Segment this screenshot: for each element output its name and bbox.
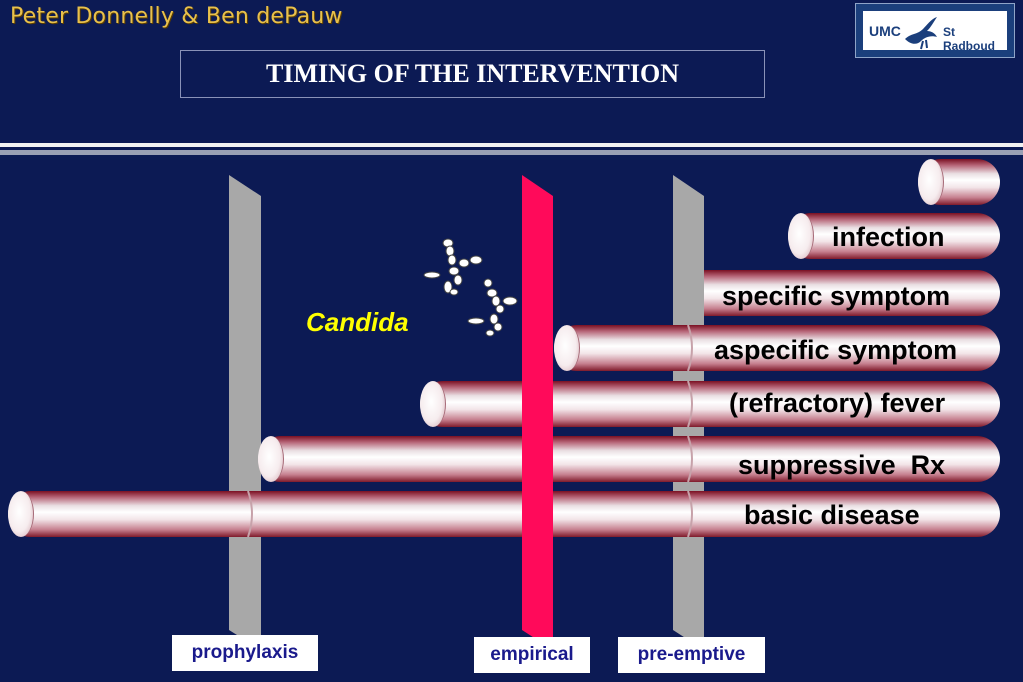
header-rule-top: [0, 143, 1023, 147]
title-box: TIMING OF THE INTERVENTION: [180, 50, 765, 98]
pipe-cap: [918, 159, 944, 205]
pipe-cap: [554, 325, 580, 371]
logo-umc-text: UMC: [869, 23, 901, 39]
prophylaxis-divider: [229, 175, 261, 650]
candida-yeast-icon: [423, 238, 518, 337]
authors-text: Peter Donnelly & Ben dePauw: [10, 4, 343, 29]
slide-title: TIMING OF THE INTERVENTION: [266, 59, 679, 88]
pipe-stage-suppressive-rx: [258, 436, 1000, 482]
stage-label-aspecific-symptom: aspecific symptom: [714, 335, 958, 365]
header-rule-bottom: [0, 150, 1023, 155]
dove-icon: [905, 17, 937, 50]
candida-label: Candida: [306, 307, 409, 337]
pipe-cap: [8, 491, 34, 537]
logo-panel: UMC St Radboud: [862, 10, 1008, 53]
stage-label-suppressive-rx: suppressive Rx: [738, 450, 946, 480]
stage-label-basic-disease: basic disease: [744, 500, 920, 530]
pipe-stage-specific-symptom: [704, 270, 1000, 316]
stage-label-refractory-fever: (refractory) fever: [729, 388, 946, 418]
pipe-stage-refractory-fever: [420, 381, 1000, 427]
pipe-cap: [258, 436, 284, 482]
intervention-label-pre-emptive: pre-emptive: [618, 637, 765, 673]
umc-st-radboud-logo: UMC St Radboud: [855, 3, 1015, 58]
stage-label-infection: infection: [832, 222, 945, 252]
pipe-stage-infection: [788, 213, 1000, 259]
pipe-stage-basic-disease: [8, 491, 1000, 537]
pipe-cap: [788, 213, 814, 259]
intervention-label-empirical: empirical: [474, 637, 590, 673]
logo-st-radboud-text: St Radboud: [943, 25, 995, 53]
pipe-cap: [420, 381, 446, 427]
stage-label-specific-symptom: specific symptom: [722, 281, 951, 311]
intervention-label-prophylaxis: prophylaxis: [172, 635, 318, 671]
pipe-stage-0: [918, 159, 1000, 205]
pipe-stage-aspecific-symptom: [554, 325, 1000, 371]
